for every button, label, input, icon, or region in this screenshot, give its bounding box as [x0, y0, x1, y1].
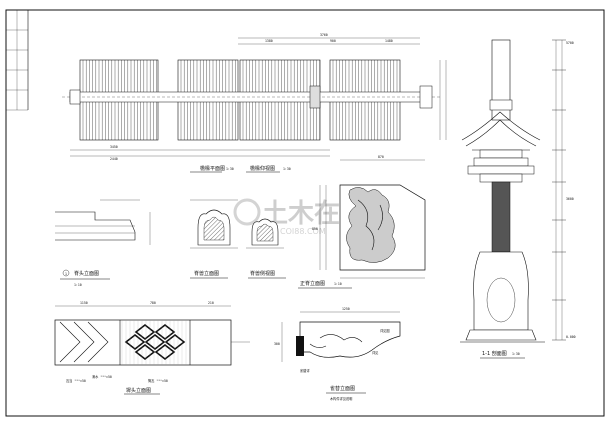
detail3-title: 脊兽侧视图 — [250, 270, 275, 277]
dim-ornament-h: 850 — [312, 227, 318, 231]
lattice-diamond — [144, 333, 166, 351]
circle-number: 1 — [65, 272, 67, 276]
lattice-diamond — [164, 333, 186, 351]
plan-title: 檐椽平面图 — [200, 165, 225, 172]
dim-bracket-w: 1250 — [342, 307, 350, 311]
note-left2: 滴水 ²⁸⁰×50 — [92, 374, 112, 379]
bracket-title: 雀替立面图 — [330, 385, 355, 392]
ridge-end-detail: 1 脊头立面图 1:10 — [55, 199, 151, 287]
rafter-title: 檐椽仰视图 — [250, 165, 275, 172]
note-bracket3: 雀替详 — [300, 368, 310, 373]
ornament-title: 正脊立面图 — [300, 280, 325, 287]
dim-top-total: 3760 — [320, 33, 328, 37]
dim-pattern-a: 1150 — [80, 301, 88, 305]
detail1-scale: 1:10 — [74, 283, 82, 287]
bracket-drawing: 1250 300 详见图 详见 雀替详 雀替立面图 木构件详见说明 — [274, 307, 401, 401]
section-title: 1-1 剖面图 — [482, 350, 507, 357]
dim-ornament-w: 870 — [378, 155, 384, 159]
ridge-ornament-drawing: 870 850 正脊立面图 1:10 — [298, 155, 426, 289]
rafter-scale: 1:30 — [283, 167, 291, 171]
section-1-1-drawing: 5700 3600 0.000 1-1 剖面图 1:30 — [460, 39, 576, 359]
detail2-title: 脊兽立面图 — [194, 270, 219, 277]
dim-top-a: 1380 — [265, 39, 273, 43]
dim-plan-row2: 2440 — [110, 157, 118, 161]
note-bracket1: 详见图 — [380, 328, 390, 333]
note-left1: 瓦当 ²⁸⁰×50 — [66, 378, 86, 383]
lattice-diamond — [124, 333, 146, 351]
dim-section-bot: 0.000 — [566, 335, 576, 339]
title-strip — [6, 10, 29, 111]
note-bracket2: 详见 — [372, 350, 379, 355]
dim-pattern-c: 210 — [208, 301, 214, 305]
bracket-note: 木构件详见说明 — [330, 396, 352, 401]
dim-section-mid: 3600 — [566, 197, 574, 201]
ornament-scale: 1:10 — [334, 282, 342, 286]
sheet-border — [5, 9, 605, 417]
note-left3: 筒瓦 ²⁸⁰×50 — [148, 378, 168, 383]
roof-plan-drawing: 3760 1380 900 1480 3450 2440 檐椽平面图 1:30 … — [62, 33, 447, 173]
watermark-url: COI88.COM — [280, 227, 326, 236]
dim-top-c: 1480 — [385, 39, 393, 43]
dim-pattern-b: 780 — [150, 301, 156, 305]
plan-scale: 1:30 — [226, 167, 234, 171]
detail1-title: 脊头立面图 — [74, 270, 99, 277]
ridge-profile-details: 脊兽立面图 脊兽侧视图 — [190, 199, 286, 279]
dim-section-top: 5700 — [566, 41, 574, 45]
pattern-panel-drawing: 1150 780 210 瓦当 ²⁸⁰×50 滴水 ²⁸⁰×50 筒瓦 ²⁸⁰×… — [54, 301, 250, 395]
dim-plan-row1: 3450 — [110, 145, 118, 149]
dim-top-b: 900 — [330, 39, 336, 43]
dim-bracket-h: 300 — [274, 342, 280, 346]
section-scale: 1:30 — [512, 352, 520, 356]
pattern-title: 墀头立面图 — [126, 387, 151, 394]
